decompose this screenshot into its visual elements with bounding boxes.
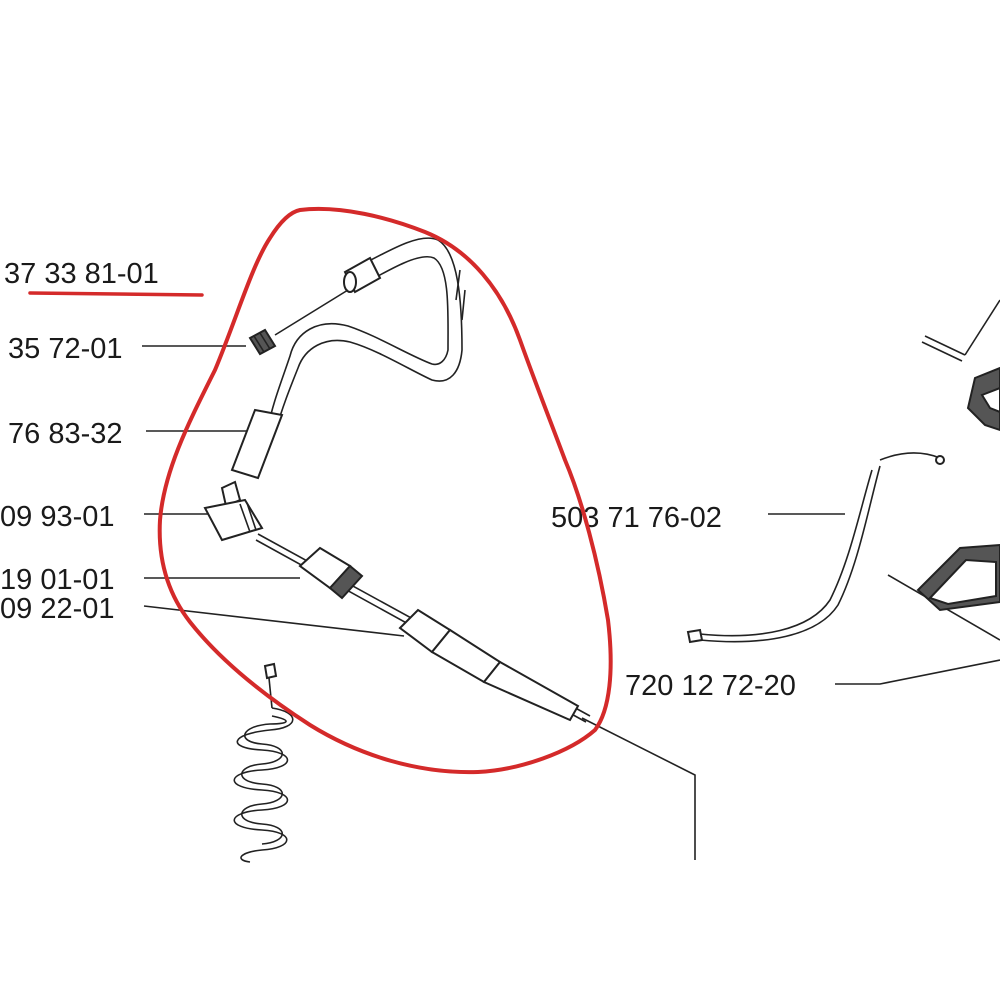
leader-lines [142, 345, 1000, 860]
label-09-93-01: 09 93-01 [0, 501, 115, 533]
label-09-22-01: 09 22-01 [0, 593, 115, 625]
label-37-33-81-01: 37 33 81-01 [4, 258, 159, 290]
connector-19-part [298, 546, 364, 600]
fuel-hose-assembly [203, 237, 591, 723]
cable-part [686, 452, 945, 644]
sleeve-part [398, 608, 580, 722]
elbow-connector-part [203, 480, 264, 542]
label-19-01-01: 19 01-01 [0, 564, 115, 596]
label-76-83-32: 76 83-32 [8, 418, 123, 450]
coiled-cable [233, 662, 294, 863]
red-circle [157, 206, 613, 775]
label-720-12-72-20: 720 12 72-20 [625, 670, 796, 702]
red-annotations [28, 206, 613, 775]
red-underline [28, 291, 204, 297]
label-35-72-01: 35 72-01 [8, 333, 123, 365]
nipple-part [248, 328, 277, 356]
label-503-71-76-02: 503 71 76-02 [551, 502, 722, 534]
handle-parts [887, 299, 1000, 641]
